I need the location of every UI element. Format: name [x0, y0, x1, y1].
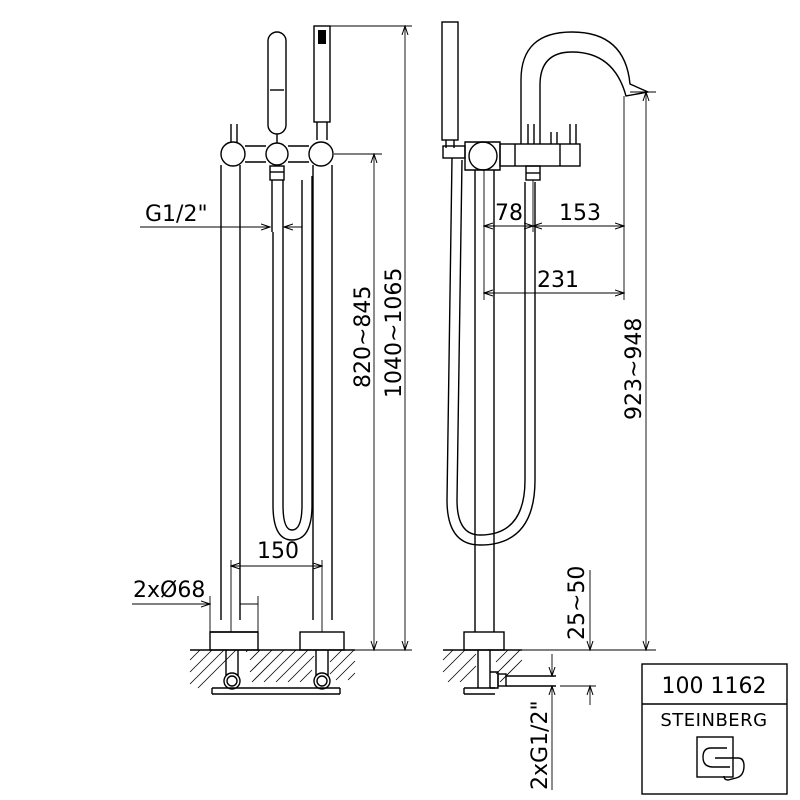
dim-thread: G1/2" — [140, 202, 302, 227]
front-hose — [272, 176, 313, 541]
height-inlet-label: 820~845 — [351, 286, 376, 388]
side-hose — [446, 157, 536, 546]
front-hand-shower — [267, 31, 287, 143]
dim-floor-adjust: 25~50 — [560, 566, 596, 705]
front-pillars — [220, 165, 333, 620]
article-number: 100 1162 — [662, 674, 767, 699]
dim-78-label: 78 — [495, 201, 523, 226]
dim-153-label: 153 — [559, 201, 601, 226]
thread-label: G1/2" — [145, 202, 208, 227]
floor-adjust-label: 25~50 — [565, 566, 590, 640]
side-column — [474, 170, 495, 632]
front-shower-holder — [313, 25, 331, 140]
dim-231: 231 — [484, 268, 624, 293]
dim-78-153: 78 153 — [484, 96, 624, 300]
side-hand-shower — [441, 21, 466, 159]
spacing-label: 150 — [257, 539, 299, 564]
front-base-left — [209, 631, 259, 651]
title-block: 100 1162 STEINBERG — [641, 663, 788, 795]
dim-height-total: 1040~1065 — [330, 26, 412, 650]
side-view: 78 153 231 923~948 25~50 2xG1/2" — [441, 21, 656, 790]
front-view: G1/2" 150 2xØ68 820~845 — [132, 25, 412, 695]
dim-height-inlet: 820~845 — [334, 154, 382, 650]
side-spout — [520, 31, 651, 144]
flange-label: 2xØ68 — [133, 578, 205, 603]
side-base — [463, 631, 505, 651]
dim-231-label: 231 — [537, 268, 579, 293]
spout-height-label: 923~948 — [622, 318, 647, 420]
side-valve-body — [464, 124, 581, 181]
side-floor — [442, 649, 523, 695]
dim-spacing: 150 — [231, 539, 322, 632]
brand-name: STEINBERG — [660, 710, 767, 731]
front-valve-body — [220, 141, 334, 167]
steinberg-logo-icon — [696, 736, 745, 781]
height-total-label: 1040~1065 — [382, 268, 407, 398]
dim-flange: 2xØ68 — [132, 578, 259, 632]
front-hose-connection — [269, 165, 285, 232]
front-floor — [189, 649, 356, 695]
dim-connection: 2xG1/2" — [528, 654, 553, 790]
connection-label: 2xG1/2" — [528, 700, 553, 790]
front-base-right — [299, 631, 345, 651]
dim-spout-height: 923~948 — [510, 92, 656, 650]
